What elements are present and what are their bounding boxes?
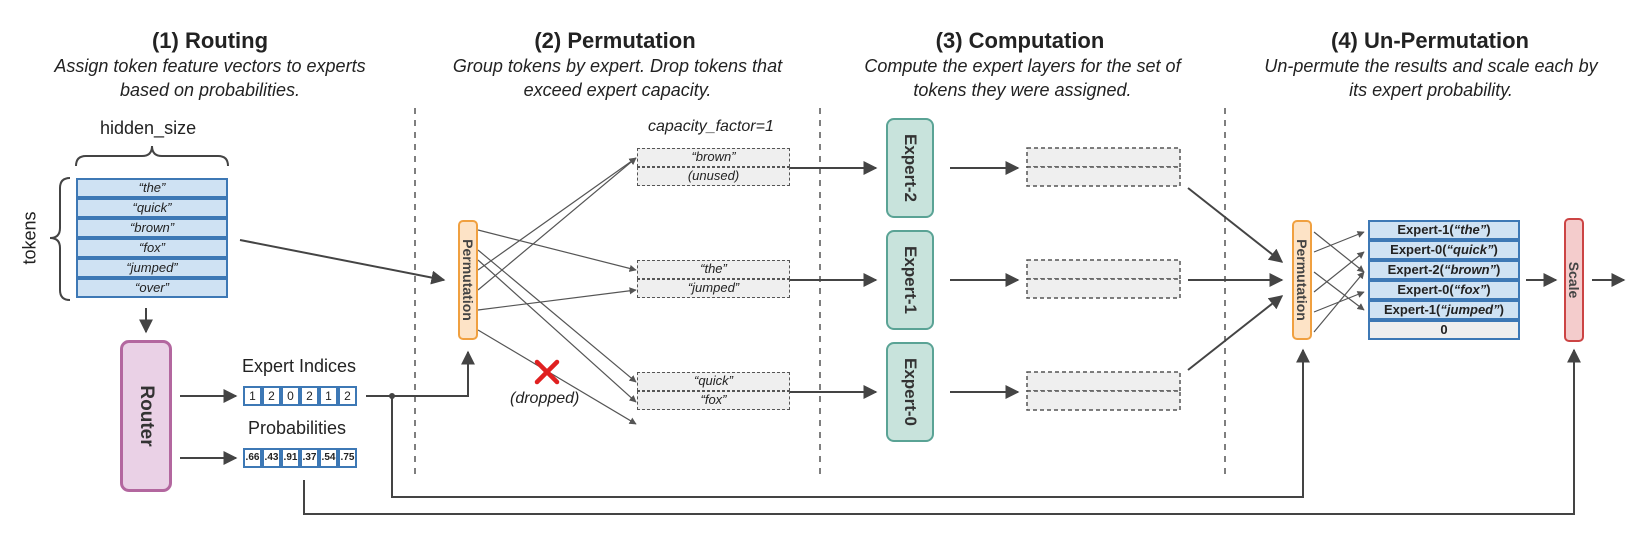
stage-desc-unpermutation: Un-permute the results and scale each by… — [1264, 56, 1598, 100]
slot: “the” — [637, 260, 790, 279]
dropped-label: (dropped) — [510, 390, 580, 407]
slot: “quick” — [637, 372, 790, 391]
expert-index-cell: 1 — [243, 386, 262, 406]
expert-0-block: Expert-0 — [886, 342, 934, 442]
stage-title-routing: (1) Routing — [151, 28, 269, 53]
stage-title-permutation: (2) Permutation — [534, 28, 696, 53]
tokens-brace — [49, 177, 71, 301]
probability-cell: .43 — [262, 448, 281, 468]
expert-2-label: Expert-2 — [901, 133, 920, 203]
capacity-factor-label: capacity_factor=1 — [648, 118, 774, 135]
probabilities-label: Probabilities — [248, 418, 347, 438]
probability-cell: .66 — [243, 448, 262, 468]
hidden-size-brace — [75, 145, 229, 167]
computation-output-slots — [1026, 147, 1181, 411]
slot: (unused) — [637, 167, 790, 186]
token-row: “fox” — [76, 238, 228, 258]
router-block: Router — [120, 340, 172, 492]
token-row: “over” — [76, 278, 228, 298]
stage-desc-computation: Compute the expert layers for the set of… — [864, 56, 1181, 100]
expert-2-block: Expert-2 — [886, 118, 934, 218]
slot: “fox” — [637, 391, 790, 410]
output-row: Expert-2(“brown”) — [1368, 260, 1520, 280]
permutation-block: Permutation — [458, 220, 478, 340]
unpermutation-label: Permutation — [1294, 239, 1310, 321]
hidden-size-label: hidden_size — [100, 118, 197, 138]
expert-index-cell: 0 — [281, 386, 300, 406]
probability-cell: .54 — [319, 448, 338, 468]
expert-index-cell: 2 — [262, 386, 281, 406]
probability-cell: .91 — [281, 448, 300, 468]
output-row: Expert-1(“the”) — [1368, 220, 1520, 240]
expert-1-label: Expert-1 — [901, 245, 920, 315]
expert-index-cell: 1 — [319, 386, 338, 406]
output-row: Expert-0(“fox”) — [1368, 280, 1520, 300]
scale-label: Scale — [1566, 261, 1582, 299]
expert-index-cell: 2 — [300, 386, 319, 406]
token-row: “the” — [76, 178, 228, 198]
stage-desc-permutation: Group tokens by expert. Drop tokens that… — [452, 56, 783, 100]
router-label: Router — [136, 385, 157, 447]
tokens-label: tokens — [19, 211, 40, 265]
dropped-x-mark — [534, 359, 560, 385]
expert-0-label: Expert-0 — [901, 357, 920, 427]
stage-title-computation: (3) Computation — [935, 28, 1105, 53]
expert-indices-label: Expert Indices — [242, 356, 357, 376]
output-row: Expert-1(“jumped”) — [1368, 300, 1520, 320]
expert-1-block: Expert-1 — [886, 230, 934, 330]
slot: “jumped” — [637, 279, 790, 298]
slot: “brown” — [637, 148, 790, 167]
probability-cell: .75 — [338, 448, 357, 468]
token-row: “brown” — [76, 218, 228, 238]
stage-separators — [414, 108, 1226, 478]
permutation-label: Permutation — [460, 239, 476, 321]
output-row-zero: 0 — [1368, 320, 1520, 340]
output-row: Expert-0(“quick”) — [1368, 240, 1520, 260]
unpermutation-block: Permutation — [1292, 220, 1312, 340]
expert-index-cell: 2 — [338, 386, 357, 406]
stage-title-unpermutation: (4) Un-Permutation — [1331, 28, 1529, 53]
probability-cell: .37 — [300, 448, 319, 468]
scale-block: Scale — [1564, 218, 1584, 342]
token-row: “quick” — [76, 198, 228, 218]
token-row: “jumped” — [76, 258, 228, 278]
